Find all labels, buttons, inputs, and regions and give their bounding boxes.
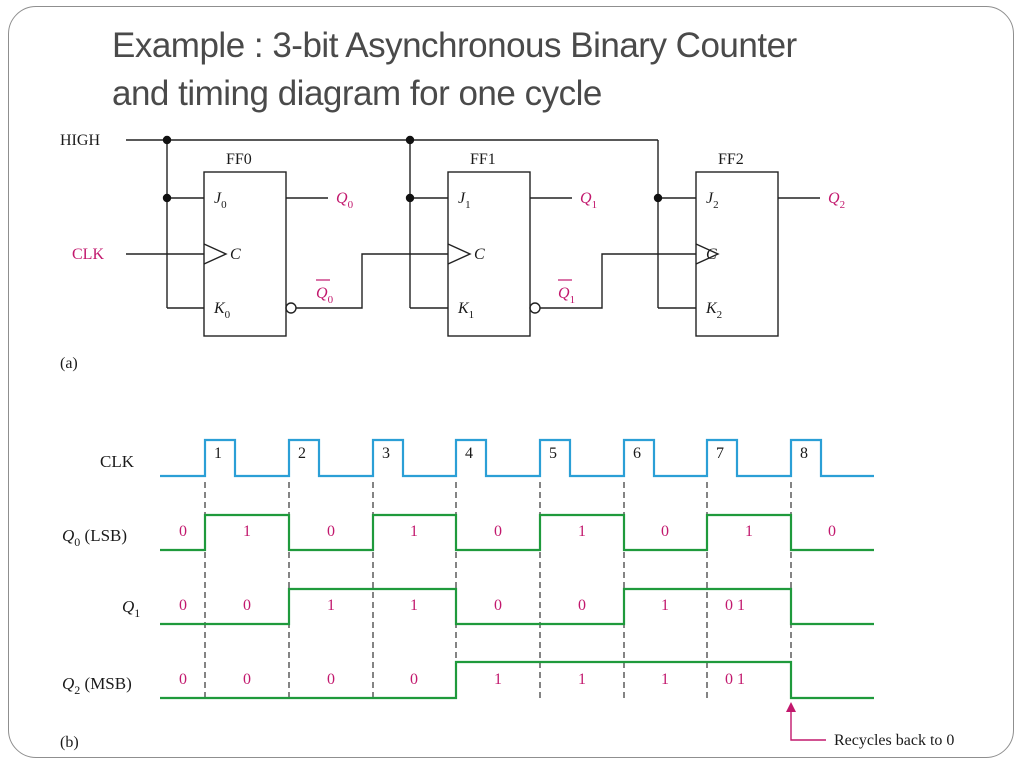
- ff1-c-label: C: [474, 246, 485, 263]
- bit-value: 0: [494, 523, 502, 540]
- timing-clk-label: CLK: [100, 452, 135, 471]
- ff1-box: [447, 171, 531, 337]
- bit-value: 0: [578, 597, 586, 614]
- q0-bit-values: 0 1 0 1 0 1 0 1 0: [179, 523, 836, 540]
- ff2-box: [695, 171, 779, 337]
- timing-diagram: [160, 438, 874, 741]
- slide-frame: [8, 6, 1014, 758]
- q2-waveform: [160, 660, 874, 700]
- ff1-clock-triangle: [447, 243, 472, 265]
- pulse-number: 5: [549, 445, 557, 462]
- junction-dot: [405, 193, 415, 203]
- ff2-c-label: C: [706, 246, 717, 263]
- q0-waveform: [160, 513, 874, 552]
- bit-value: 0: [243, 597, 251, 614]
- recycle-arrow-line: [790, 712, 826, 741]
- ff2-q-output-label: Q2: [828, 190, 845, 211]
- bit-value: 1: [410, 597, 418, 614]
- high-label: HIGH: [60, 132, 100, 149]
- bit-value: 0: [179, 523, 187, 540]
- caption-a: (a): [60, 355, 78, 372]
- ff2-clock-triangle: [695, 243, 720, 265]
- bit-value: 0: [179, 597, 187, 614]
- ff2-k-label: K2: [705, 300, 722, 321]
- junction-dot: [162, 193, 172, 203]
- bit-value: 1: [661, 597, 669, 614]
- bit-value: 0: [494, 597, 502, 614]
- ff0-name: FF0: [226, 151, 252, 168]
- ff0-qbar-bubble: [285, 302, 297, 314]
- bit-value: 1: [243, 523, 251, 540]
- ff0-to-ff1-clock-wire: [296, 253, 448, 309]
- bit-value: 0 1: [725, 671, 745, 688]
- q2-row-label: Q2 (MSB): [62, 674, 132, 697]
- clk-waveform: [160, 438, 874, 478]
- pulse-number: 6: [633, 445, 641, 462]
- recycle-arrow: [786, 702, 826, 741]
- pulse-number: 1: [214, 445, 222, 462]
- pulse-number: 7: [716, 445, 724, 462]
- ff1-qbar-bubble: [529, 302, 541, 314]
- ff1-qbar-output-label: Q1: [558, 285, 575, 306]
- ff0-j-label: J0: [214, 190, 227, 211]
- ff1-q-output-label: Q1: [580, 190, 597, 211]
- ff1-j-label: J1: [458, 190, 471, 211]
- ff2-name: FF2: [718, 151, 744, 168]
- bit-value: 0: [179, 671, 187, 688]
- bit-value: 0: [327, 523, 335, 540]
- ff0-c-label: C: [230, 246, 241, 263]
- ff1-to-ff2-clock-wire: [540, 253, 696, 309]
- bit-value: 1: [578, 671, 586, 688]
- q0-row-label: Q0 (LSB): [62, 526, 127, 549]
- clock-edge-guides: [204, 482, 792, 700]
- ff0-qbar-output-label: Q0: [316, 285, 334, 306]
- bit-value: 0: [327, 671, 335, 688]
- bit-value: 0: [828, 523, 836, 540]
- recycle-note: Recycles back to 0: [834, 732, 954, 749]
- title-line-2: and timing diagram for one cycle: [112, 74, 602, 113]
- bit-value: 1: [410, 523, 418, 540]
- recycle-arrow-head: [786, 702, 796, 712]
- junction-dot: [405, 135, 415, 145]
- q1-row-label: Q1: [122, 597, 140, 620]
- q1-waveform: [160, 587, 874, 626]
- ff0-clock-triangle: [203, 243, 228, 265]
- bit-value: 0 1: [725, 597, 745, 614]
- clock-pulse-numbers: 1 2 3 4 5 6 7 8: [214, 445, 808, 462]
- bit-value: 0: [661, 523, 669, 540]
- bit-value: 1: [661, 671, 669, 688]
- ff2-j-label: J2: [706, 190, 719, 211]
- bit-value: 1: [745, 523, 753, 540]
- pulse-number: 8: [800, 445, 808, 462]
- pulse-number: 2: [298, 445, 306, 462]
- bit-value: 1: [578, 523, 586, 540]
- q2-bit-values: 0 0 0 0 1 1 1 0 1: [179, 671, 745, 688]
- slide-title: Example : 3-bit Asynchronous Binary Coun…: [112, 22, 992, 118]
- q1-bit-values: 0 0 1 1 0 0 1 0 1: [179, 597, 745, 614]
- junction-dot: [653, 193, 663, 203]
- bit-value: 1: [494, 671, 502, 688]
- bit-value: 1: [327, 597, 335, 614]
- junction-dots: [162, 135, 663, 203]
- caption-b: (b): [60, 734, 79, 751]
- ff0-q-output-label: Q0: [336, 190, 354, 211]
- ff1-k-label: K1: [457, 300, 474, 321]
- bit-value: 0: [410, 671, 418, 688]
- pulse-number: 3: [382, 445, 390, 462]
- clk-input-label: CLK: [72, 246, 104, 263]
- ff1-name: FF1: [470, 151, 496, 168]
- ff0-k-label: K0: [213, 300, 231, 321]
- junction-dot: [162, 135, 172, 145]
- bit-value: 0: [243, 671, 251, 688]
- pulse-number: 4: [465, 445, 473, 462]
- title-line-1: Example : 3-bit Asynchronous Binary Coun…: [112, 26, 797, 65]
- circuit-diagram: [126, 139, 820, 337]
